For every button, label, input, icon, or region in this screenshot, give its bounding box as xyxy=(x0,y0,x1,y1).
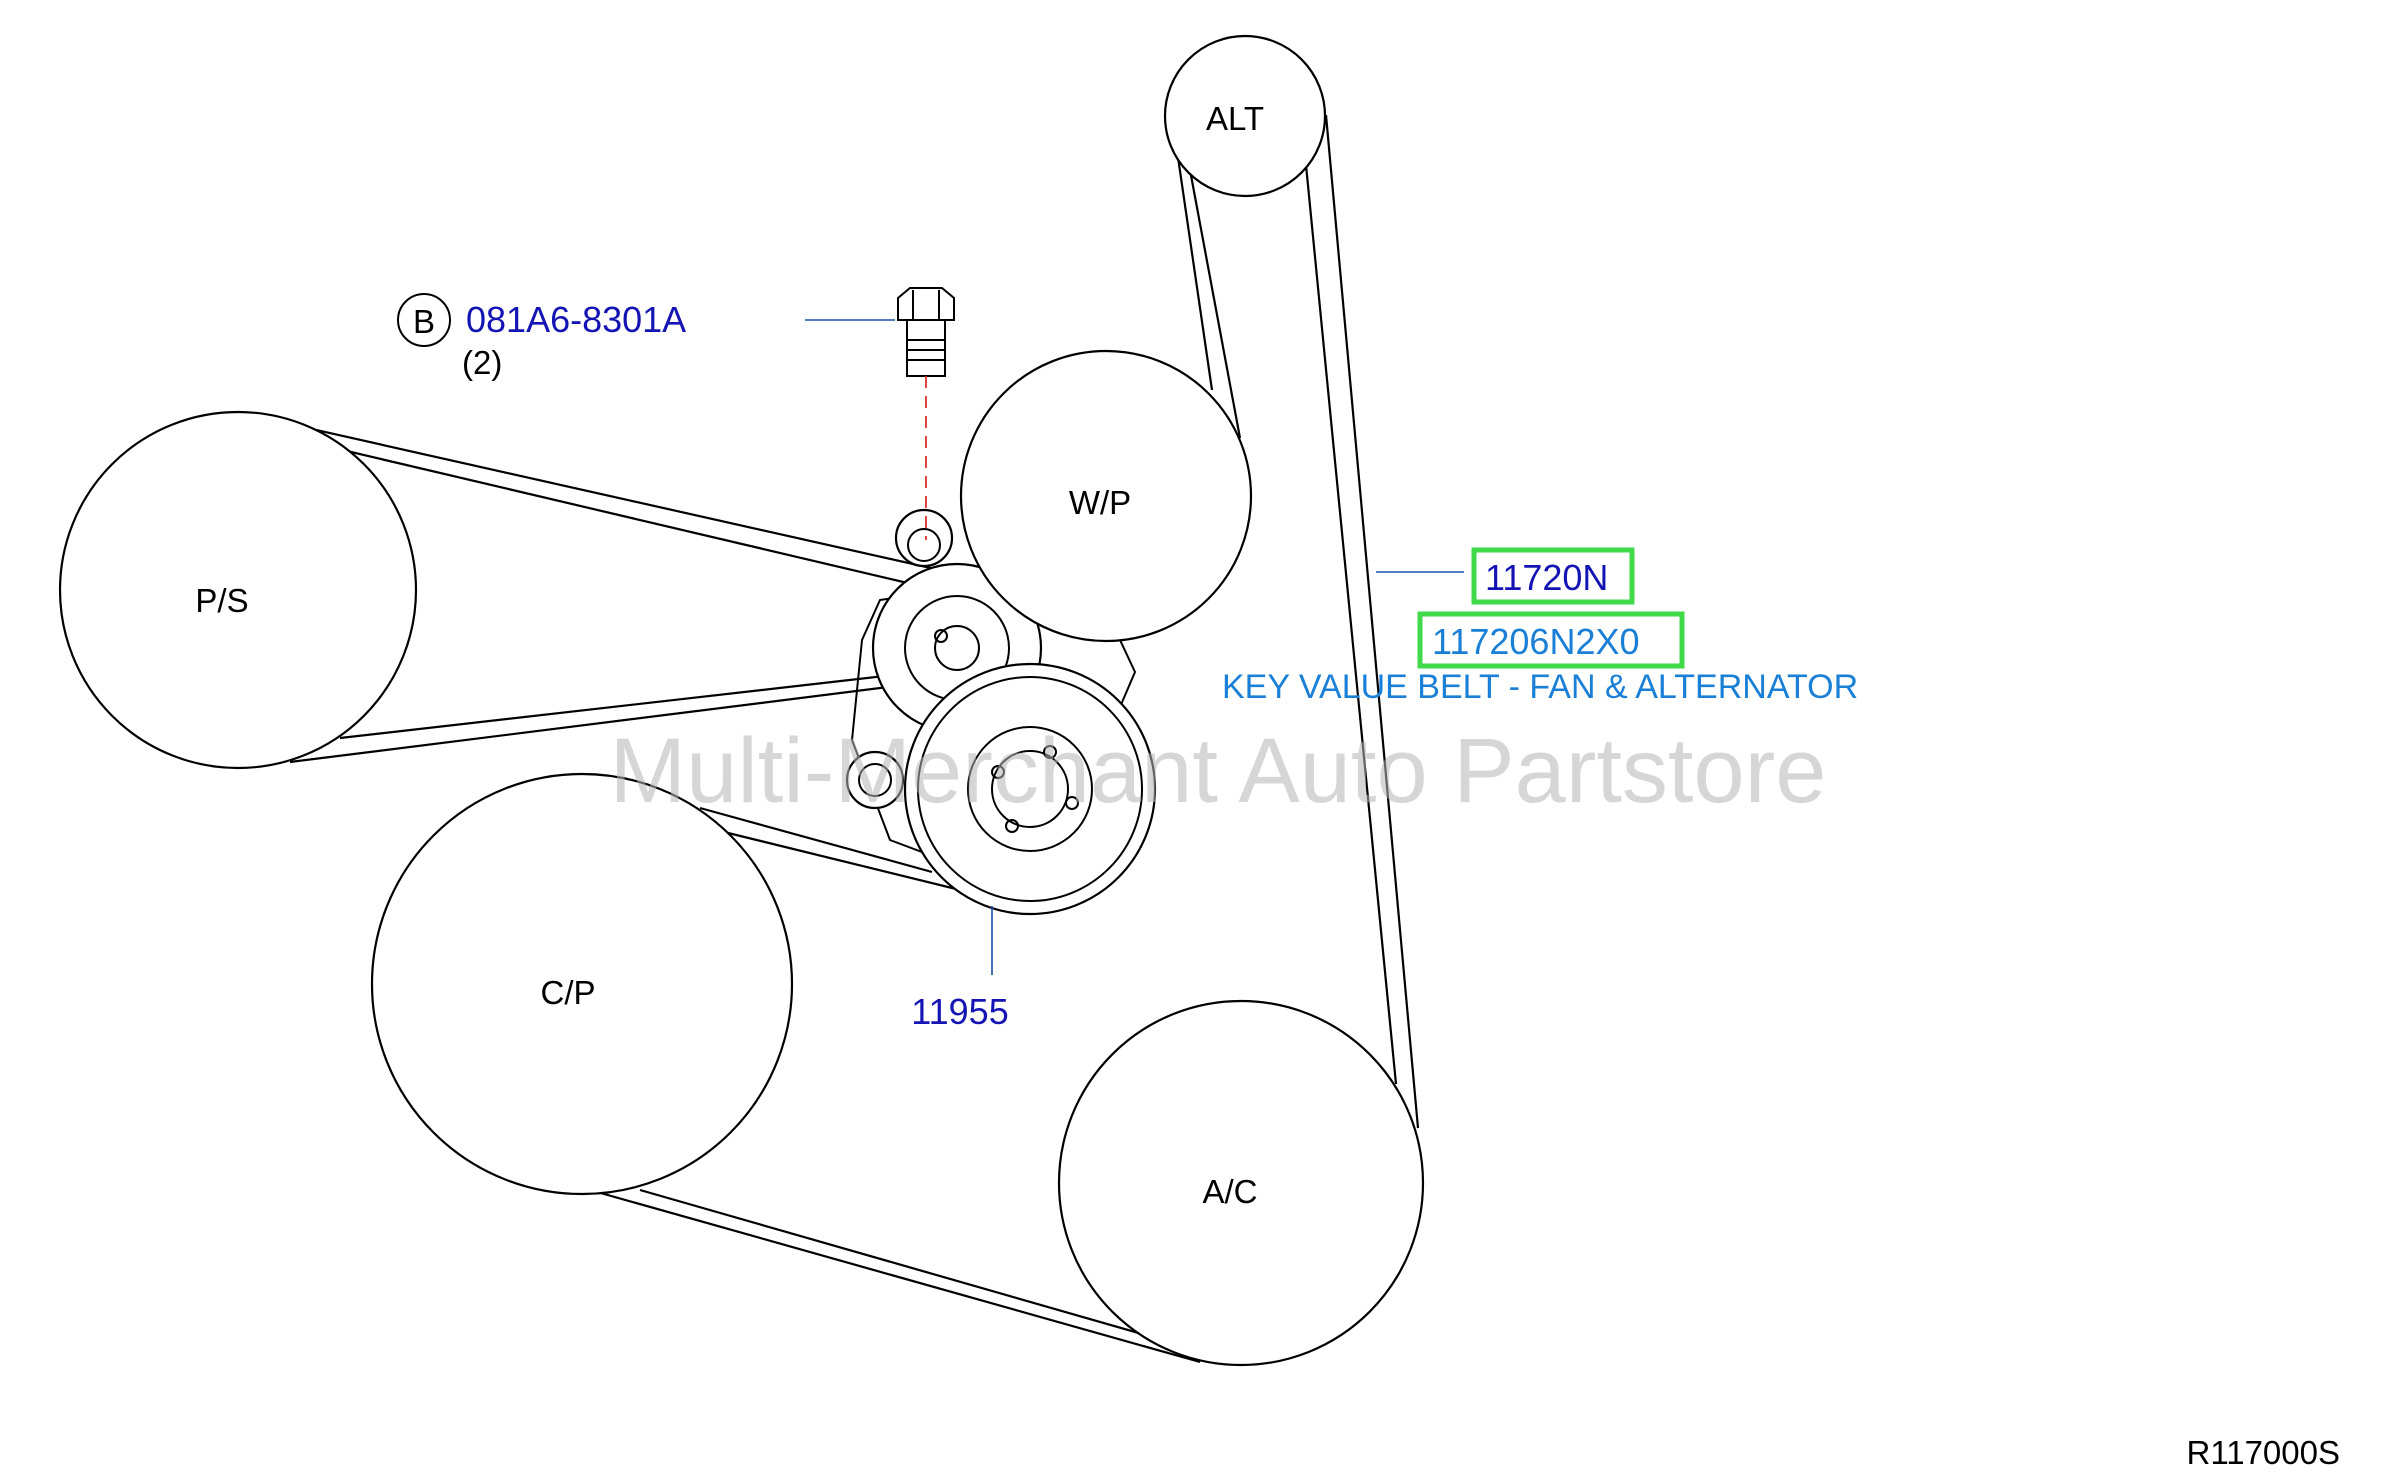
belt xyxy=(235,114,1420,1364)
pulley-cp: C/P xyxy=(370,772,794,1196)
pulley-ps-label: P/S xyxy=(195,582,248,619)
belt-callout: 11720N 117206N2X0 KEY VALUE BELT - FAN &… xyxy=(1222,547,1858,706)
pulley-alt: ALT xyxy=(1163,34,1327,198)
bolt-part-number[interactable]: 081A6-8301A xyxy=(466,299,686,340)
callout-circle-b xyxy=(397,293,451,347)
callout-letter: B xyxy=(413,303,435,340)
pulley-ps: P/S xyxy=(58,410,418,770)
bolt-icon xyxy=(897,287,955,540)
drawing-code: R117000S xyxy=(2186,1434,2340,1471)
belt-description: KEY VALUE BELT - FAN & ALTERNATOR xyxy=(1222,668,1858,706)
pulley-alt-label: ALT xyxy=(1206,100,1264,137)
pulley-ac: A/C xyxy=(1057,999,1425,1367)
bolt-callout: B 081A6-8301A (2) xyxy=(397,293,895,381)
belt-part-number[interactable]: 11720N xyxy=(1485,557,1608,598)
pulley-wp: W/P xyxy=(959,349,1253,643)
tensioner-pulley xyxy=(903,662,1157,916)
pulley-ac-label: A/C xyxy=(1202,1173,1257,1210)
belt-part-highlight xyxy=(1471,547,1635,605)
pulley-wp-label: W/P xyxy=(1069,484,1131,521)
tensioner-callout: 11955 xyxy=(911,906,1009,1032)
pulley-cp-label: C/P xyxy=(540,974,595,1011)
bolt-quantity: (2) xyxy=(462,344,502,381)
belt-alt-part-highlight xyxy=(1417,611,1685,669)
tensioner-part-number[interactable]: 11955 xyxy=(911,991,1008,1032)
belt-alt-part-number[interactable]: 117206N2X0 xyxy=(1432,621,1640,662)
watermark: Multi-Merchant Auto Partstore xyxy=(610,720,1827,822)
